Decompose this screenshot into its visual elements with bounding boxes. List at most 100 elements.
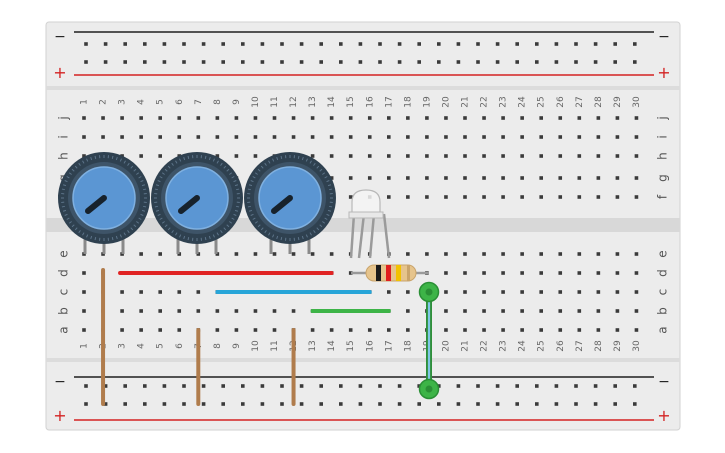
terminal-hole[interactable]: [520, 271, 524, 275]
rail-hole[interactable]: [593, 384, 598, 388]
terminal-hole[interactable]: [348, 271, 353, 275]
terminal-hole[interactable]: [406, 290, 410, 294]
rail-hole[interactable]: [397, 402, 402, 406]
terminal-hole[interactable]: [577, 328, 582, 332]
terminal-hole[interactable]: [577, 154, 582, 158]
terminal-hole[interactable]: [120, 309, 124, 313]
terminal-hole[interactable]: [634, 252, 639, 256]
rail-hole[interactable]: [280, 384, 284, 388]
terminal-hole[interactable]: [501, 328, 505, 332]
terminal-hole[interactable]: [596, 328, 601, 332]
terminal-hole[interactable]: [444, 309, 448, 313]
rail-hole[interactable]: [221, 402, 225, 406]
terminal-hole[interactable]: [367, 135, 372, 139]
rail-hole[interactable]: [397, 384, 402, 388]
rail-hole[interactable]: [103, 42, 108, 46]
terminal-hole[interactable]: [558, 290, 563, 294]
terminal-hole[interactable]: [577, 290, 582, 294]
rail-hole[interactable]: [123, 42, 127, 46]
terminal-hole[interactable]: [425, 195, 429, 199]
rail-hole[interactable]: [103, 402, 108, 406]
terminal-hole[interactable]: [577, 271, 582, 275]
terminal-hole[interactable]: [539, 271, 543, 275]
terminal-hole[interactable]: [329, 252, 334, 256]
terminal-hole[interactable]: [196, 309, 201, 313]
terminal-hole[interactable]: [82, 135, 86, 139]
terminal-hole[interactable]: [82, 328, 86, 332]
terminal-hole[interactable]: [158, 116, 162, 120]
rail-hole[interactable]: [456, 42, 461, 46]
rail-hole[interactable]: [593, 42, 598, 46]
terminal-hole[interactable]: [539, 135, 543, 139]
terminal-hole[interactable]: [272, 309, 277, 313]
terminal-hole[interactable]: [444, 252, 448, 256]
terminal-hole[interactable]: [120, 290, 124, 294]
terminal-hole[interactable]: [520, 328, 524, 332]
terminal-hole[interactable]: [406, 195, 410, 199]
terminal-hole[interactable]: [577, 116, 582, 120]
rail-hole[interactable]: [319, 60, 323, 64]
rail-hole[interactable]: [201, 384, 206, 388]
terminal-hole[interactable]: [577, 195, 582, 199]
terminal-hole[interactable]: [139, 252, 143, 256]
rail-hole[interactable]: [221, 42, 225, 46]
terminal-hole[interactable]: [234, 328, 239, 332]
rail-hole[interactable]: [378, 60, 382, 64]
terminal-hole[interactable]: [367, 328, 372, 332]
rail-hole[interactable]: [103, 384, 108, 388]
rail-hole[interactable]: [84, 60, 88, 64]
terminal-hole[interactable]: [558, 176, 563, 180]
terminal-hole[interactable]: [82, 154, 86, 158]
terminal-hole[interactable]: [501, 135, 505, 139]
rail-hole[interactable]: [319, 402, 323, 406]
rail-hole[interactable]: [633, 60, 637, 64]
terminal-hole[interactable]: [253, 328, 258, 332]
rail-hole[interactable]: [613, 60, 617, 64]
terminal-hole[interactable]: [634, 135, 639, 139]
rail-hole[interactable]: [417, 60, 421, 64]
potentiometer-2[interactable]: [151, 152, 243, 254]
terminal-hole[interactable]: [634, 154, 639, 158]
terminal-hole[interactable]: [101, 116, 105, 120]
terminal-hole[interactable]: [596, 154, 601, 158]
terminal-hole[interactable]: [615, 154, 620, 158]
rail-hole[interactable]: [339, 60, 343, 64]
rail-hole[interactable]: [358, 384, 363, 388]
rail-hole[interactable]: [574, 60, 578, 64]
terminal-hole[interactable]: [520, 195, 524, 199]
terminal-hole[interactable]: [577, 135, 582, 139]
terminal-hole[interactable]: [425, 116, 429, 120]
terminal-hole[interactable]: [634, 116, 639, 120]
terminal-hole[interactable]: [615, 176, 620, 180]
terminal-hole[interactable]: [82, 290, 86, 294]
rail-hole[interactable]: [437, 402, 441, 406]
rail-hole[interactable]: [456, 384, 461, 388]
rail-hole[interactable]: [358, 60, 363, 64]
terminal-hole[interactable]: [520, 176, 524, 180]
terminal-hole[interactable]: [482, 271, 486, 275]
terminal-hole[interactable]: [177, 328, 182, 332]
terminal-hole[interactable]: [634, 176, 639, 180]
terminal-hole[interactable]: [177, 135, 182, 139]
terminal-hole[interactable]: [253, 252, 258, 256]
terminal-hole[interactable]: [139, 309, 143, 313]
terminal-hole[interactable]: [139, 154, 143, 158]
rail-hole[interactable]: [515, 402, 519, 406]
terminal-hole[interactable]: [291, 135, 296, 139]
terminal-hole[interactable]: [387, 154, 391, 158]
terminal-hole[interactable]: [615, 135, 620, 139]
rail-hole[interactable]: [162, 384, 167, 388]
rail-hole[interactable]: [162, 402, 167, 406]
rail-hole[interactable]: [613, 384, 617, 388]
rail-hole[interactable]: [319, 384, 323, 388]
terminal-hole[interactable]: [215, 328, 220, 332]
terminal-hole[interactable]: [634, 309, 639, 313]
terminal-hole[interactable]: [501, 252, 505, 256]
rail-hole[interactable]: [613, 402, 617, 406]
terminal-hole[interactable]: [139, 116, 143, 120]
terminal-hole[interactable]: [406, 154, 410, 158]
rgb-led[interactable]: [348, 189, 391, 259]
terminal-hole[interactable]: [482, 154, 486, 158]
rail-hole[interactable]: [554, 384, 559, 388]
rail-hole[interactable]: [123, 60, 127, 64]
